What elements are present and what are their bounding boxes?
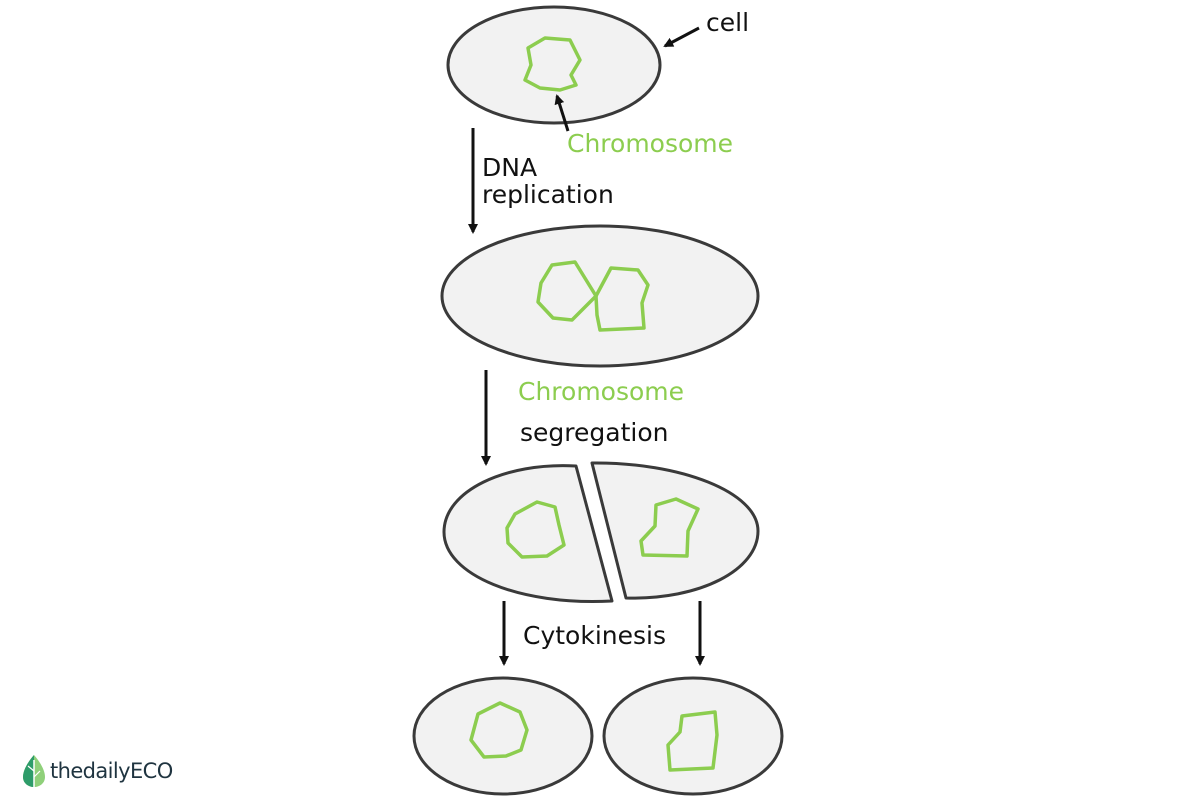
chromosome-segregation-label-line1: Chromosome: [518, 377, 685, 406]
leaf-logo-icon: [23, 755, 45, 787]
chromosome-daughter-left: [469, 701, 529, 759]
chromosome-stage-1: [523, 36, 582, 92]
chromosome-label: Chromosome: [567, 129, 734, 158]
dna-replication-label-line1: DNA: [482, 153, 538, 182]
chromosome-segregation-label-line2: segregation: [520, 418, 669, 447]
cell-stage-1: [446, 5, 662, 125]
cell-stage-2: [440, 224, 760, 368]
chromosome-pointer-arrow: [554, 94, 570, 132]
chromosome-stage-2-right: [594, 266, 650, 332]
daughter-cell-left: [412, 676, 594, 796]
chromosome-stage-3-left: [505, 500, 566, 559]
cell-stage-3-left-half: [442, 464, 614, 604]
cell-label: cell: [706, 8, 750, 37]
cell-stage-3-right-half: [590, 461, 760, 600]
cell-pointer-arrow: [663, 26, 700, 48]
chromosome-daughter-right: [666, 710, 719, 772]
chromosome-stage-2-left: [536, 260, 598, 322]
cytokinesis-label: Cytokinesis: [523, 621, 666, 650]
logo-text: thedailyECO: [50, 759, 173, 783]
thedailyeco-logo[interactable]: thedailyECO: [22, 752, 173, 790]
dna-replication-label-line2: replication: [482, 180, 614, 209]
chromosome-stage-3-right: [639, 497, 700, 558]
daughter-cell-right: [602, 676, 784, 796]
